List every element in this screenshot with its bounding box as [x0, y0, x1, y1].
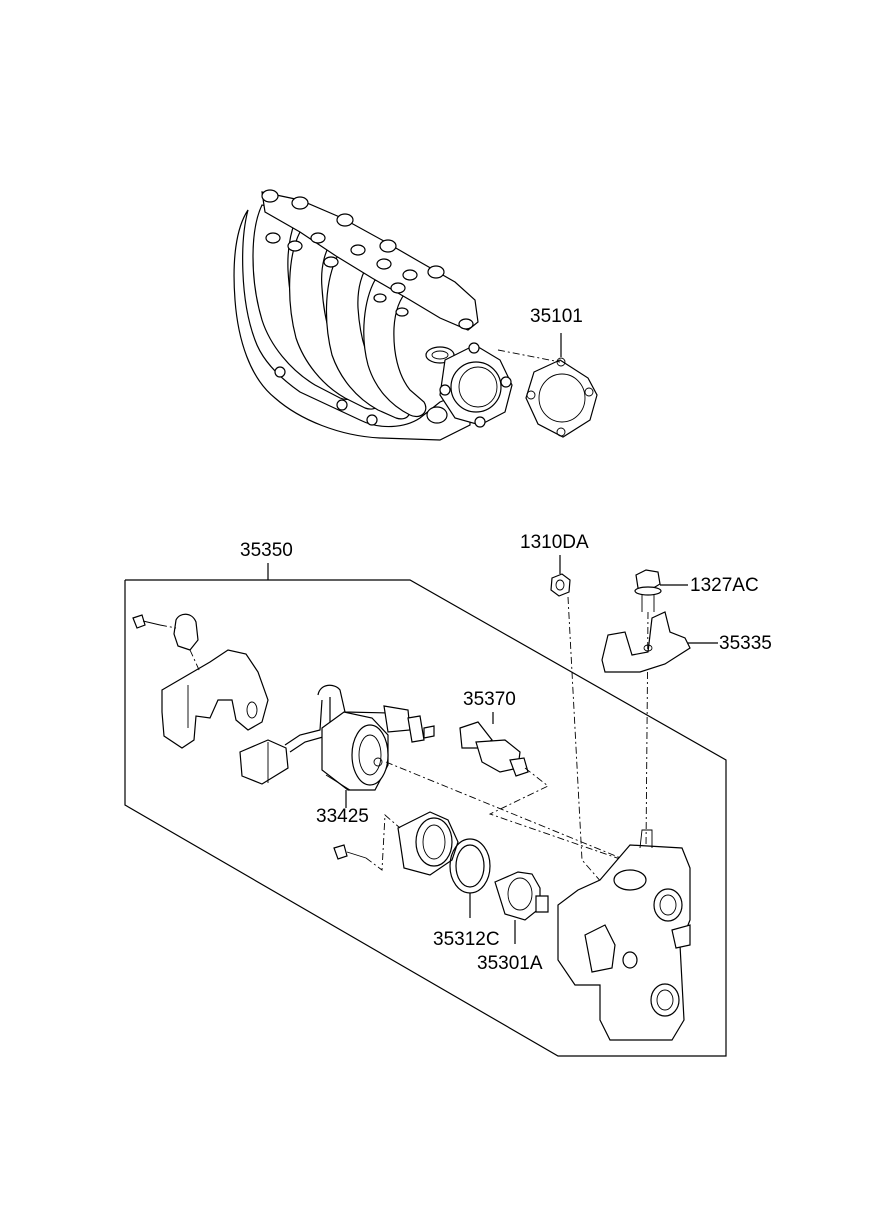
intake-manifold[interactable]: [233, 189, 513, 441]
thermo-valve[interactable]: [494, 871, 549, 921]
assembly-outline: [124, 579, 727, 1057]
label-1310DA[interactable]: 1310DA: [520, 532, 589, 553]
idle-actuator[interactable]: [321, 711, 389, 791]
temp-sensor[interactable]: [459, 721, 529, 777]
support-bracket[interactable]: [161, 649, 269, 749]
nut-part[interactable]: [550, 573, 571, 597]
clip-bolt[interactable]: [132, 613, 199, 651]
wire-harness[interactable]: [239, 684, 435, 785]
label-35301A[interactable]: 35301A: [477, 953, 543, 974]
flange-bolt[interactable]: [634, 569, 662, 612]
o-ring-seal[interactable]: [449, 838, 491, 894]
label-33425[interactable]: 33425: [316, 806, 369, 827]
label-35370[interactable]: 35370: [463, 689, 516, 710]
mounting-bracket[interactable]: [601, 611, 691, 673]
label-1327AC[interactable]: 1327AC: [690, 575, 759, 596]
label-35335[interactable]: 35335: [719, 633, 772, 654]
throttle-body[interactable]: [557, 829, 691, 1041]
valve-flange[interactable]: [333, 811, 459, 876]
label-35350[interactable]: 35350: [240, 540, 293, 561]
throttle-gasket[interactable]: [525, 357, 598, 438]
label-35312C[interactable]: 35312C: [433, 929, 500, 950]
label-35101[interactable]: 35101: [530, 306, 583, 327]
